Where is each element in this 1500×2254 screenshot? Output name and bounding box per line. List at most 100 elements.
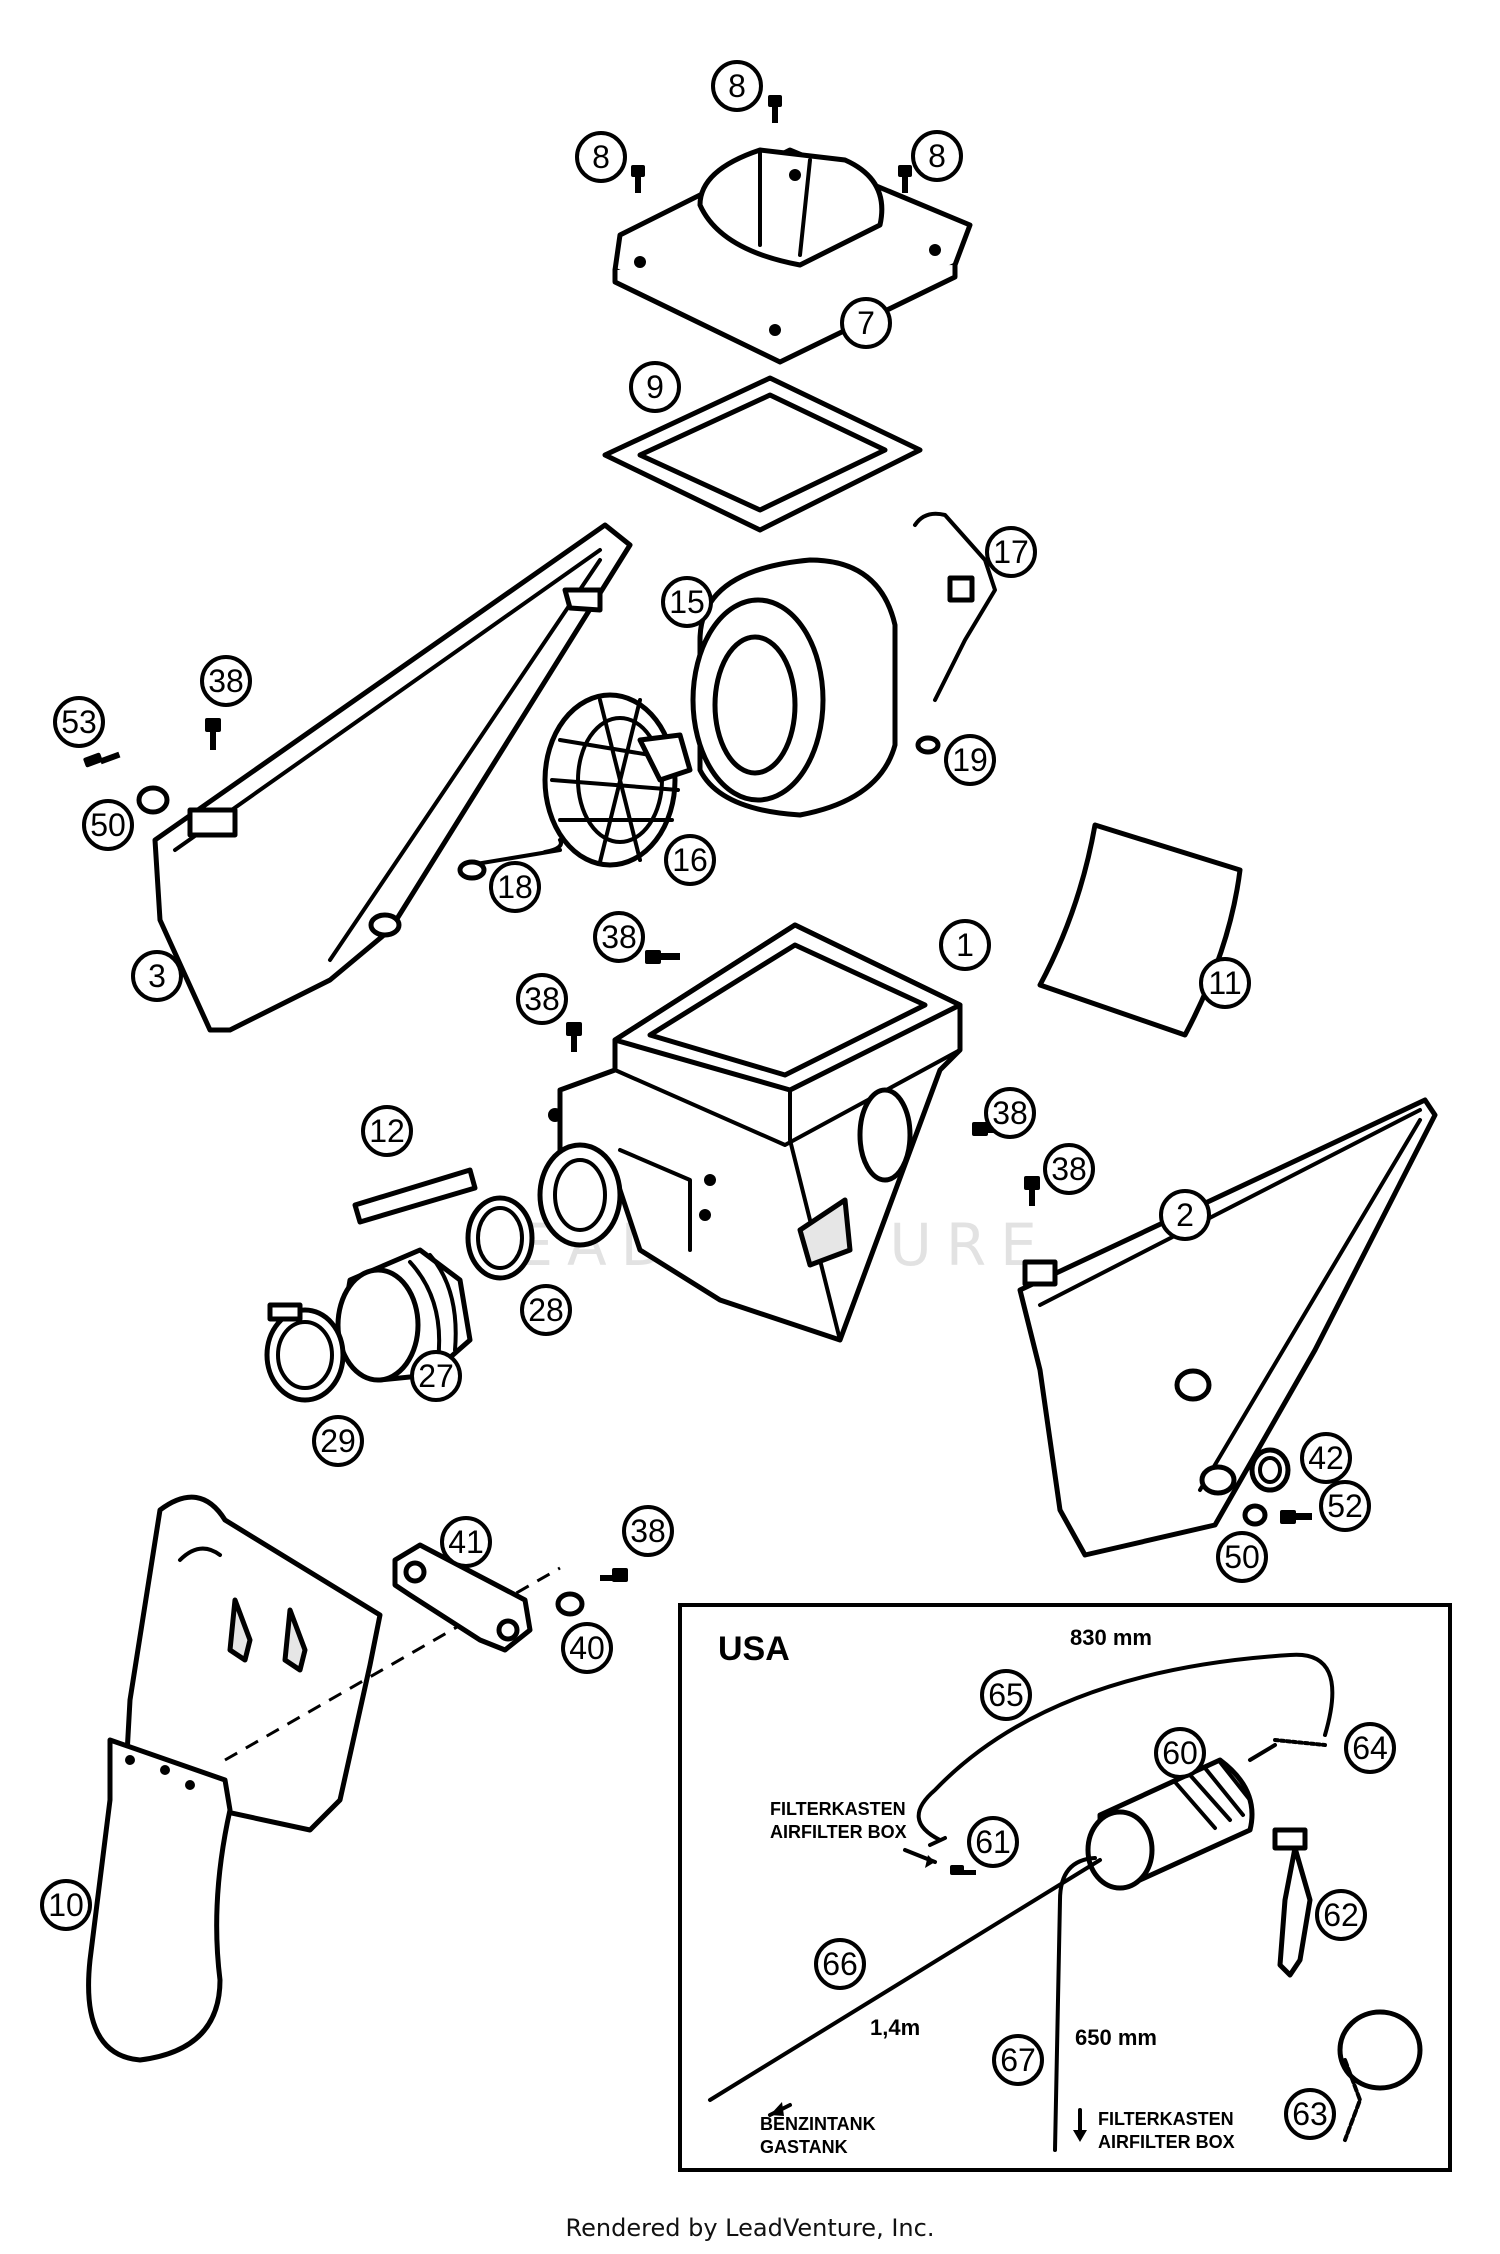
inset-title: USA bbox=[718, 1630, 790, 1668]
part-airbox bbox=[537, 922, 963, 1343]
callout-label: 38 bbox=[601, 919, 637, 955]
callout: 42 bbox=[1300, 1432, 1352, 1484]
tank-label-2: GASTANK bbox=[760, 2137, 848, 2157]
tank-label-1: BENZINTANK bbox=[760, 2114, 876, 2134]
callout-label: 12 bbox=[369, 1113, 405, 1149]
bolt-icon bbox=[631, 95, 912, 193]
bolt-icon bbox=[600, 1568, 628, 1582]
callout: 41 bbox=[440, 1516, 492, 1568]
callout-label: 7 bbox=[857, 305, 875, 341]
callout-label: 3 bbox=[148, 958, 166, 994]
callout-label: 38 bbox=[992, 1095, 1028, 1131]
callout: 9 bbox=[629, 361, 681, 413]
callout: 38 bbox=[984, 1087, 1036, 1139]
part-nut bbox=[915, 735, 941, 755]
callout-label: 16 bbox=[672, 842, 708, 878]
callout: 3 bbox=[131, 950, 183, 1002]
callout: 18 bbox=[489, 861, 541, 913]
bolt-icon bbox=[83, 718, 221, 768]
callout: 10 bbox=[40, 1879, 92, 1931]
callout-label: 41 bbox=[448, 1524, 484, 1560]
callout: 29 bbox=[312, 1415, 364, 1467]
callout-label: 50 bbox=[90, 807, 126, 843]
filter-label-top-2: AIRFILTER BOX bbox=[770, 1822, 907, 1842]
filter-label-top-1: FILTERKASTEN bbox=[770, 1799, 906, 1819]
part-washer bbox=[136, 785, 170, 815]
callout: 8 bbox=[911, 130, 963, 182]
part-air-filter bbox=[690, 557, 898, 818]
callout: 16 bbox=[664, 834, 716, 886]
callout-label: 8 bbox=[592, 139, 610, 175]
dim-830: 830 mm bbox=[1070, 1625, 1152, 1650]
part-grommet bbox=[1249, 1447, 1291, 1493]
part-foam-sheet bbox=[1037, 822, 1243, 1038]
callout: 19 bbox=[944, 734, 996, 786]
callout-label: 38 bbox=[1051, 1151, 1087, 1187]
callout: 38 bbox=[1043, 1143, 1095, 1195]
callout-label: 10 bbox=[48, 1887, 84, 1923]
callout-label: 11 bbox=[1208, 965, 1241, 1001]
callout: 15 bbox=[661, 576, 713, 628]
callout: 61 bbox=[967, 1816, 1019, 1868]
callout-label: 53 bbox=[61, 704, 97, 740]
callout-label: 67 bbox=[1000, 2042, 1036, 2078]
part-gasket bbox=[602, 375, 923, 533]
dim-1-4m: 1,4m bbox=[870, 2015, 920, 2040]
dim-650: 650 mm bbox=[1075, 2025, 1157, 2050]
part-mud-flap bbox=[86, 1494, 561, 2063]
part-retaining-wire bbox=[913, 511, 997, 702]
callout: 65 bbox=[980, 1669, 1032, 1721]
callout-label: 1 bbox=[956, 927, 974, 963]
callout-label: 65 bbox=[988, 1677, 1024, 1713]
callout: 2 bbox=[1159, 1189, 1211, 1241]
callout-label: 64 bbox=[1352, 1730, 1388, 1766]
callout: 62 bbox=[1315, 1889, 1367, 1941]
callout-label: 2 bbox=[1176, 1197, 1194, 1233]
callout-label: 38 bbox=[524, 981, 560, 1017]
part-filter-cage bbox=[542, 692, 693, 868]
callout-label: 9 bbox=[646, 369, 664, 405]
callout-label: 29 bbox=[320, 1423, 356, 1459]
callout-label: 17 bbox=[993, 534, 1029, 570]
callout: 60 bbox=[1154, 1727, 1206, 1779]
callout-label: 63 bbox=[1292, 2096, 1328, 2132]
callout: 38 bbox=[622, 1505, 674, 1557]
callout: 53 bbox=[53, 696, 105, 748]
callout: 64 bbox=[1344, 1722, 1396, 1774]
callout: 7 bbox=[840, 297, 892, 349]
callout: 17 bbox=[985, 526, 1037, 578]
callout-label: 19 bbox=[952, 742, 988, 778]
callout-label: 18 bbox=[497, 869, 533, 905]
callout-label: 50 bbox=[1224, 1539, 1260, 1575]
callout-label: 8 bbox=[928, 138, 946, 174]
bolt-icon bbox=[1280, 1510, 1312, 1524]
callout: 38 bbox=[593, 911, 645, 963]
part-airbox-cover bbox=[612, 147, 973, 365]
filter-label-bottom-2: AIRFILTER BOX bbox=[1098, 2132, 1235, 2152]
callout: 66 bbox=[814, 1938, 866, 1990]
callout: 11 bbox=[1199, 957, 1251, 1009]
callout: 63 bbox=[1284, 2088, 1336, 2140]
part-right-side-cover bbox=[1017, 1097, 1438, 1558]
callout-label: 61 bbox=[975, 1824, 1011, 1860]
callout-label: 42 bbox=[1308, 1440, 1344, 1476]
callout-label: 28 bbox=[528, 1292, 564, 1328]
callout: 38 bbox=[516, 973, 568, 1025]
callout: 8 bbox=[575, 131, 627, 183]
callout: 8 bbox=[711, 60, 763, 112]
callout: 27 bbox=[410, 1350, 462, 1402]
callout: 52 bbox=[1319, 1480, 1371, 1532]
part-washer bbox=[555, 1591, 585, 1617]
callout-label: 38 bbox=[208, 663, 244, 699]
callout: 40 bbox=[561, 1622, 613, 1674]
usa-inset: USA 830 mm FILTERKASTEN AIRFILTER BOX 1,… bbox=[678, 1603, 1452, 2172]
part-hose bbox=[352, 1167, 478, 1225]
bolt-icon bbox=[566, 950, 1040, 1206]
callout-label: 8 bbox=[728, 68, 746, 104]
callout-label: 60 bbox=[1162, 1735, 1198, 1771]
callout: 50 bbox=[82, 799, 134, 851]
callout: 12 bbox=[361, 1105, 413, 1157]
callout-label: 27 bbox=[418, 1358, 454, 1394]
part-intake-boot bbox=[335, 1247, 473, 1383]
